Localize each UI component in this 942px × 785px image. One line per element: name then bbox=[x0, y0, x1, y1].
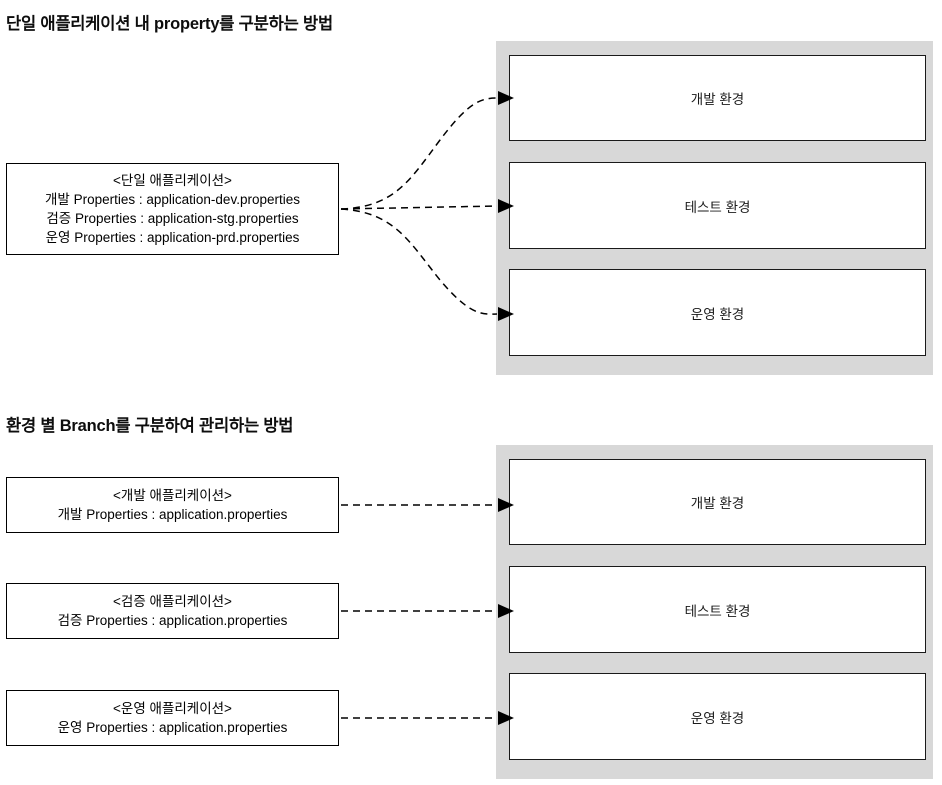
environment-box-test-section-2: 테스트 환경 bbox=[509, 566, 926, 653]
environment-label: 운영 환경 bbox=[690, 710, 745, 726]
source-box-row: 검증 Properties : application.properties bbox=[57, 613, 288, 628]
source-box-row: 운영 Properties : application.properties bbox=[57, 720, 288, 735]
source-box-header: <개발 애플리케이션> bbox=[113, 487, 232, 503]
source-box-dev-application: <개발 애플리케이션> 개발 Properties : application.… bbox=[6, 477, 339, 533]
source-box-row-prd: 운영 Properties : application-prd.properti… bbox=[45, 230, 300, 246]
source-box-row-dev: 개발 Properties : application-dev.properti… bbox=[45, 191, 300, 207]
connector-line-to-test bbox=[340, 205, 498, 210]
page-title-branch-per-environment: 환경 별 Branch를 구분하여 관리하는 방법 bbox=[6, 417, 294, 435]
environment-box-prod-section-1: 운영 환경 bbox=[509, 269, 926, 356]
environment-label: 테스트 환경 bbox=[684, 603, 751, 619]
source-box-single-application: <단일 애플리케이션> 개발 Properties : application-… bbox=[6, 163, 339, 255]
environment-box-test-section-1: 테스트 환경 bbox=[509, 162, 926, 249]
environment-label: 운영 환경 bbox=[690, 306, 745, 322]
source-box-prd-application: <운영 애플리케이션> 운영 Properties : application.… bbox=[6, 690, 339, 746]
source-box-row: 개발 Properties : application.properties bbox=[57, 507, 288, 522]
environment-label: 개발 환경 bbox=[690, 92, 745, 107]
environment-label: 개발 환경 bbox=[690, 496, 745, 511]
connector-curve-to-prod bbox=[340, 208, 498, 315]
source-box-header: <단일 애플리케이션> bbox=[113, 172, 232, 188]
page-title-single-application: 단일 애플리케이션 내 property를 구분하는 방법 bbox=[6, 15, 333, 33]
source-box-row-stg: 검증 Properties : application-stg.properti… bbox=[46, 211, 299, 226]
environment-box-dev-section-2: 개발 환경 bbox=[509, 459, 926, 545]
source-box-header: <검증 애플리케이션> bbox=[113, 593, 232, 609]
source-box-header: <운영 애플리케이션> bbox=[113, 700, 232, 716]
environment-box-prod-section-2: 운영 환경 bbox=[509, 673, 926, 760]
environment-box-dev-section-1: 개발 환경 bbox=[509, 55, 926, 141]
environment-label: 테스트 환경 bbox=[684, 199, 751, 215]
source-box-stg-application: <검증 애플리케이션> 검증 Properties : application.… bbox=[6, 583, 339, 639]
connector-curve-to-dev bbox=[340, 97, 498, 210]
